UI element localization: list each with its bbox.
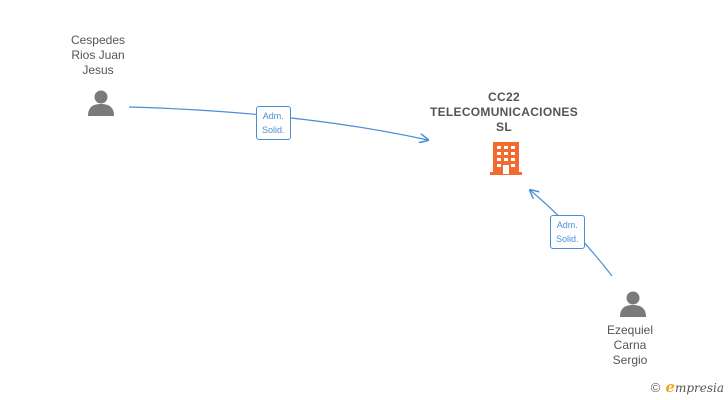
edge-label-ezequiel: Adm. Solid. [550,215,585,249]
copyright-symbol: © [650,379,661,395]
person-name: Ezequiel Carna Sergio [606,323,654,367]
person-icon [620,291,646,317]
person-icon [88,90,114,116]
brand-rest: mpresia [674,381,724,395]
company-name: CC22 TELECOMUNICACIONES SL [429,90,579,134]
company-node[interactable]: CC22 TELECOMUNICACIONES SL [414,90,594,135]
person-node-cespedes[interactable]: Cespedes Rios Juan Jesus [48,33,148,78]
edge-label-cespedes: Adm. Solid. [256,106,291,140]
building-icon [490,142,522,175]
copyright-watermark: © empresia [651,378,724,396]
person-name: Cespedes Rios Juan Jesus [70,33,126,77]
person-node-ezequiel[interactable]: Ezequiel Carna Sergio [580,323,680,368]
brand-initial: e [665,378,675,396]
brand-logo: empresia [665,378,724,396]
